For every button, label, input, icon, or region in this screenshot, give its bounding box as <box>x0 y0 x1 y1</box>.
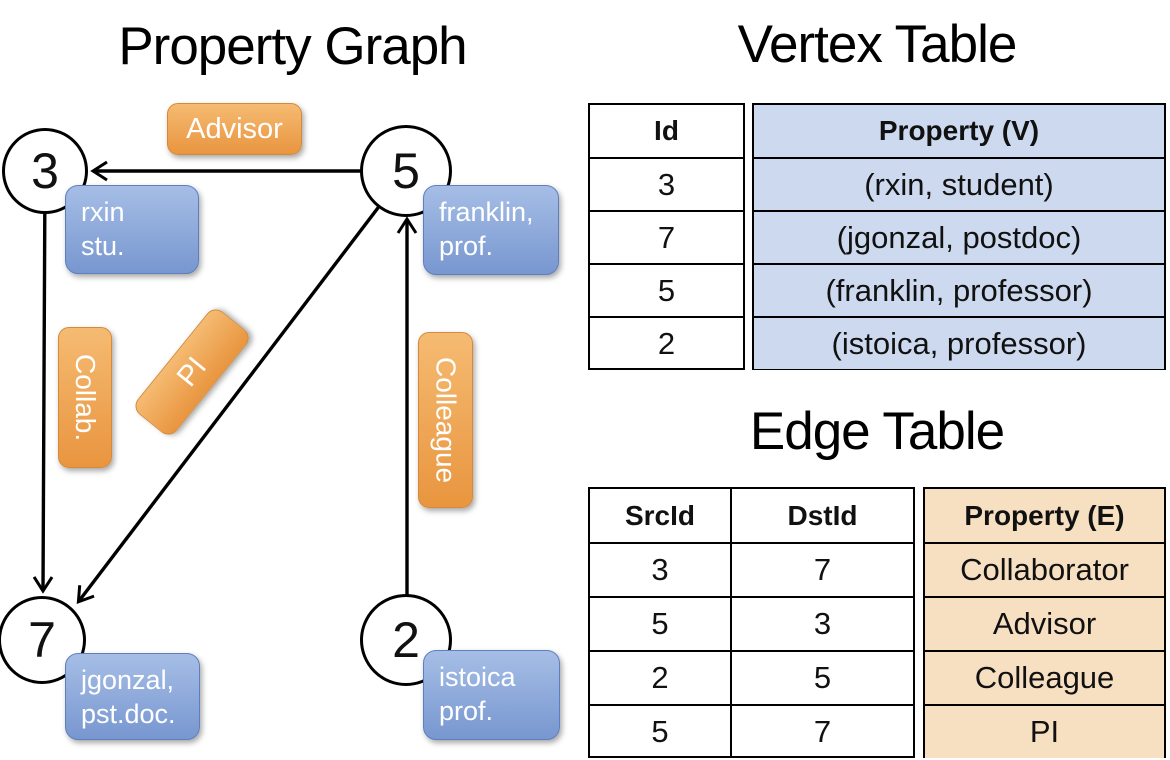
edge-table-dstid-column: DstId 7 3 5 7 <box>730 489 913 756</box>
edge-table-cell: 7 <box>732 542 913 596</box>
node-3-id: 3 <box>31 143 59 199</box>
vertex-card-franklin-line1: franklin, <box>439 197 534 227</box>
edge-label-colleague: Colleague <box>418 332 473 508</box>
node-5-id: 5 <box>392 143 420 199</box>
edge-table-cell: Advisor <box>925 596 1164 650</box>
vertex-table-id-column: Id 3 7 5 2 <box>588 103 745 370</box>
edge-table-header-property: Property (E) <box>925 489 1164 542</box>
edge-table-cell: 3 <box>732 596 913 650</box>
vertex-table-header-id: Id <box>654 115 679 146</box>
edge-table-id-columns: SrcId 3 5 2 5 DstId 7 3 5 7 <box>588 487 915 758</box>
property-graph-title: Property Graph <box>118 17 467 76</box>
edge-pi-5-to-7 <box>76 169 408 605</box>
vertex-card-istoica-line1: istoica <box>439 662 516 692</box>
graph-edges-layer <box>32 160 418 640</box>
vertex-table-cell: (rxin, student) <box>754 157 1164 210</box>
node-2: 2 <box>360 594 452 686</box>
edge-label-advisor: Advisor <box>167 103 302 155</box>
edge-table-cell: 5 <box>590 596 730 650</box>
vertex-card-franklin: franklin, prof. <box>423 185 559 275</box>
vertex-table-title: Vertex Table <box>737 15 1018 74</box>
vertex-table-cell: (franklin, professor) <box>754 263 1164 316</box>
edge-collab-3-to-7 <box>32 170 54 594</box>
vertex-table-cell: 5 <box>590 263 743 316</box>
node-5: 5 <box>360 125 452 217</box>
vertex-table-cell: (istoica, professor) <box>754 316 1164 369</box>
vertex-card-rxin: rxin stu. <box>65 185 199 274</box>
vertex-card-istoica-line2: prof. <box>439 696 494 727</box>
vertex-card-rxin-line1: rxin <box>81 197 125 227</box>
edge-table-cell: 3 <box>590 542 730 596</box>
edge-label-collab: Collab. <box>58 327 112 468</box>
vertex-card-franklin-line2: prof. <box>439 231 494 262</box>
vertex-table-header-property: Property (V) <box>754 105 1164 157</box>
vertex-card-rxin-line2: stu. <box>81 231 125 262</box>
edge-table-cell: 5 <box>590 704 730 758</box>
vertex-card-jgonzal: jgonzal, pst.doc. <box>65 653 200 740</box>
vertex-table-cell: 3 <box>590 157 743 210</box>
edge-table-cell: Collaborator <box>925 542 1164 596</box>
edge-table-header-dstid: DstId <box>787 499 858 531</box>
edge-table-cell: PI <box>925 704 1164 758</box>
vertex-card-istoica: istoica prof. <box>423 650 560 740</box>
vertex-table-cell: 7 <box>590 210 743 263</box>
edge-table-cell: 5 <box>732 650 913 704</box>
vertex-table-property-column: Property (V) (rxin, student) (jgonzal, p… <box>752 103 1166 370</box>
node-2-id: 2 <box>392 612 420 668</box>
vertex-card-jgonzal-line2: pst.doc. <box>81 699 176 730</box>
edge-table-cell: 2 <box>590 650 730 704</box>
vertex-table-cell: 2 <box>590 316 743 369</box>
vertex-card-jgonzal-line1: jgonzal, <box>81 665 175 695</box>
edge-table-cell: Colleague <box>925 650 1164 704</box>
edge-table-property-column: Property (E) Collaborator Advisor Collea… <box>923 487 1166 758</box>
node-7-id: 7 <box>28 612 56 668</box>
edge-table-title: Edge Table <box>749 402 1005 461</box>
edge-table-header-srcid: SrcId <box>624 499 696 531</box>
edge-table-srcid-column: SrcId 3 5 2 5 <box>590 489 730 756</box>
vertex-table-cell: (jgonzal, postdoc) <box>754 210 1164 263</box>
edge-table-cell: 7 <box>732 704 913 758</box>
